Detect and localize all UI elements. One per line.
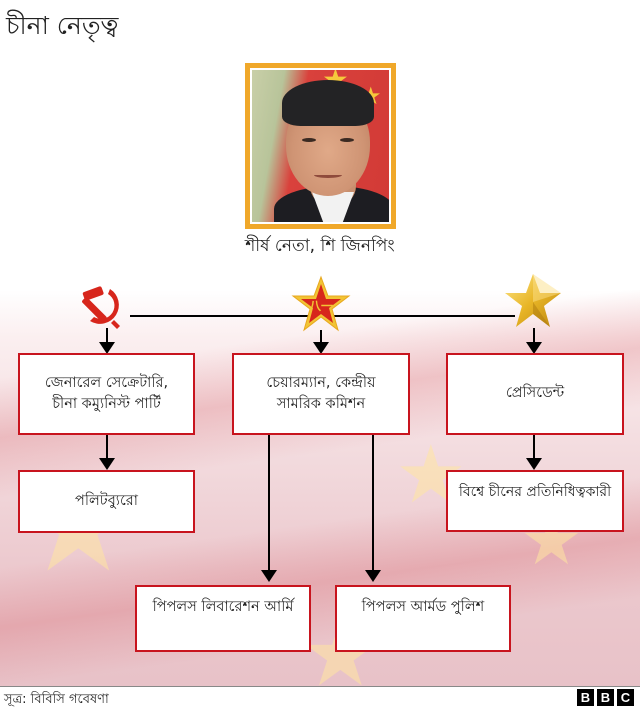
politburo-box: পলিটব্যুরো	[18, 470, 195, 533]
general-secretary-box: জেনারেল সেক্রেটারি, চীনা কম্যুনিস্ট পার্…	[18, 353, 195, 435]
pla-red-star-icon: 八一	[291, 275, 351, 333]
arrow-down-icon	[261, 570, 277, 582]
portrait-photo: ★ ★	[252, 70, 389, 222]
chart-title: চীনা নেতৃত্ব	[6, 11, 119, 40]
arrow-down-icon	[526, 342, 542, 354]
arrow-down-icon	[99, 458, 115, 470]
footer	[0, 687, 640, 709]
logo-letter: C	[617, 689, 634, 706]
leader-caption: শীর্ষ নেতা, শি জিনপিং	[245, 236, 395, 256]
role-line: চীনা কম্যুনিস্ট পার্টি	[52, 396, 161, 412]
role-line: চেয়ারম্যান, কেন্দ্রীয়	[266, 374, 376, 391]
source-note: সূত্র: বিবিসি গবেষণা	[4, 692, 109, 707]
hammer-sickle-icon	[80, 283, 132, 333]
role-line: সামরিক কমিশন	[276, 396, 366, 412]
bbc-logo: B B C	[577, 689, 634, 706]
arrow-down-icon	[313, 342, 329, 354]
logo-letter: B	[597, 689, 614, 706]
role-line: পিপলস লিবারেশন আর্মি	[152, 599, 294, 615]
armed-police-box: পিপলস আর্মড পুলিশ	[335, 585, 511, 652]
footer-divider	[0, 686, 640, 687]
role-line: জেনারেল সেক্রেটারি,	[44, 374, 169, 391]
world-representative-box: বিশ্বে চীনের প্রতিনিধিত্বকারী	[446, 470, 624, 532]
arrow-down-icon	[526, 458, 542, 470]
arrow-down-icon	[99, 342, 115, 354]
leader-portrait: ★ ★	[245, 63, 396, 229]
president-box: প্রেসিডেন্ট	[446, 353, 624, 435]
role-line: প্রেসিডেন্ট	[505, 385, 565, 402]
logo-letter: B	[577, 689, 594, 706]
role-line: পিপলস আর্মড পুলিশ	[361, 599, 485, 615]
pla-box: পিপলস লিবারেশন আর্মি	[135, 585, 311, 652]
role-line: পলিটব্যুরো	[75, 492, 138, 509]
arrow-down-icon	[365, 570, 381, 582]
gold-star-icon	[503, 272, 563, 330]
svg-text:八一: 八一	[308, 299, 333, 313]
role-line: বিশ্বে চীনের প্রতিনিধিত্বকারী	[458, 484, 612, 500]
cmc-chairman-box: চেয়ারম্যান, কেন্দ্রীয় সামরিক কমিশন	[232, 353, 410, 435]
